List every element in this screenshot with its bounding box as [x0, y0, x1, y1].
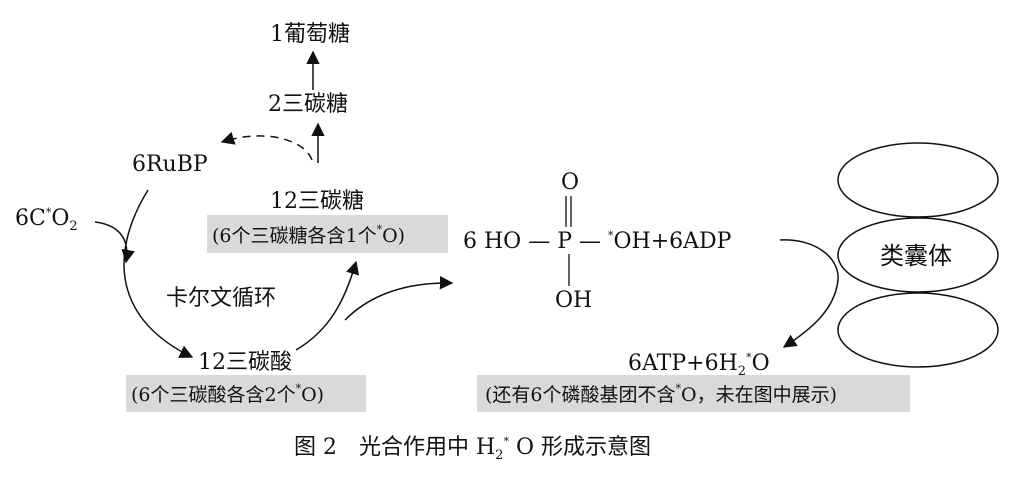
- triose2-label: 2三碳糖: [268, 92, 348, 117]
- thylakoid-top: [837, 142, 999, 218]
- atp-note: (还有6个磷酸基团不含*O，未在图中展示): [485, 382, 838, 406]
- rubp-label: 6RuBP: [132, 152, 208, 177]
- co2-entry-arrow: [94, 221, 135, 264]
- figure-caption: 图 2 光合作用中 H2* O 形成示意图: [294, 435, 651, 463]
- triose12-label: 12三碳糖: [270, 189, 364, 214]
- acid12-note: (6个三碳酸各含2个*O): [131, 382, 325, 406]
- acid-to-triose-arrow: [295, 260, 360, 351]
- phosphate-branch-arrow: [344, 275, 454, 321]
- phosphate-formula: 6 HO — P — *OH+6ADP: [463, 229, 732, 254]
- triose12-note: (6个三碳糖各含1个*O): [212, 223, 406, 247]
- thylakoid-label: 类囊体: [880, 242, 952, 270]
- atp-water-label: 6ATP+6H2*O: [628, 351, 770, 379]
- thylakoid-middle: [837, 217, 999, 293]
- dashed-regeneration-arrow: [220, 131, 313, 161]
- atp-note-box: [477, 375, 910, 412]
- glucose-label: 1葡萄糖: [270, 22, 350, 47]
- phosphate-top-o: O: [561, 170, 580, 195]
- triose-note-box: [207, 215, 448, 253]
- acid12-label: 12三碳酸: [198, 350, 292, 375]
- calvin-cycle-label: 卡尔文循环: [166, 286, 277, 311]
- phosphate-bottom-oh: OH: [555, 288, 593, 313]
- acid-note-box: [126, 375, 366, 412]
- co2-label: 6C*O2: [15, 206, 78, 234]
- thylakoid-to-atp-arrow: [779, 239, 839, 348]
- calvin-arc: [123, 189, 194, 358]
- thylakoid-bottom: [837, 292, 999, 368]
